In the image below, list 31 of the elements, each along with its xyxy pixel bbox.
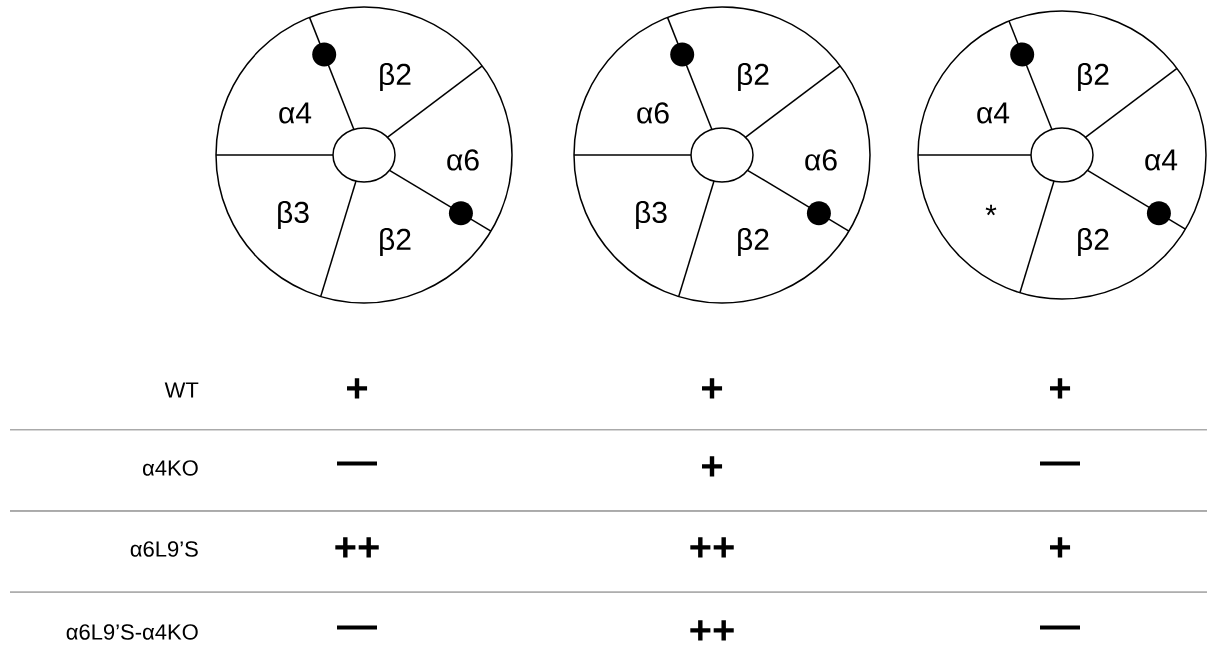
row-heading: α6L9’S-α4KO (66, 624, 198, 640)
subunit-label: α6 (447, 149, 479, 171)
subunit-label: β2 (738, 63, 769, 91)
subunit-label: α6 (637, 102, 669, 124)
score-symbol: — (337, 461, 377, 466)
row-heading: WT (164, 382, 199, 398)
score-symbol: + (347, 378, 368, 399)
score-symbol: ++ (690, 620, 734, 641)
subunit-label: β3 (636, 201, 667, 229)
score-symbol: — (1040, 625, 1080, 630)
subunit-label: α6 (805, 149, 837, 171)
score-symbol: ++ (690, 537, 734, 558)
subunit-label: α4 (977, 102, 1010, 124)
row-heading: α6L9’S (130, 541, 198, 557)
score-symbol: — (337, 625, 377, 630)
score-symbol: + (702, 378, 723, 399)
subunit-label: β2 (1078, 63, 1109, 91)
score-symbol: + (1050, 537, 1071, 558)
score-symbol: — (1040, 461, 1080, 466)
subunit-label: α4 (279, 102, 312, 124)
subunit-label: β2 (738, 228, 769, 256)
subunit-label: β2 (380, 63, 411, 91)
score-symbol: ++ (335, 537, 379, 558)
score-symbol: + (1050, 378, 1071, 399)
subunit-label: β3 (278, 201, 309, 229)
subunit-label: β2 (380, 228, 411, 256)
subunit-label: * (985, 204, 997, 216)
subunit-label: α4 (1145, 149, 1178, 171)
score-symbol: + (702, 456, 723, 477)
row-heading: α4KO (143, 460, 198, 476)
subunit-label: β2 (1078, 228, 1109, 256)
